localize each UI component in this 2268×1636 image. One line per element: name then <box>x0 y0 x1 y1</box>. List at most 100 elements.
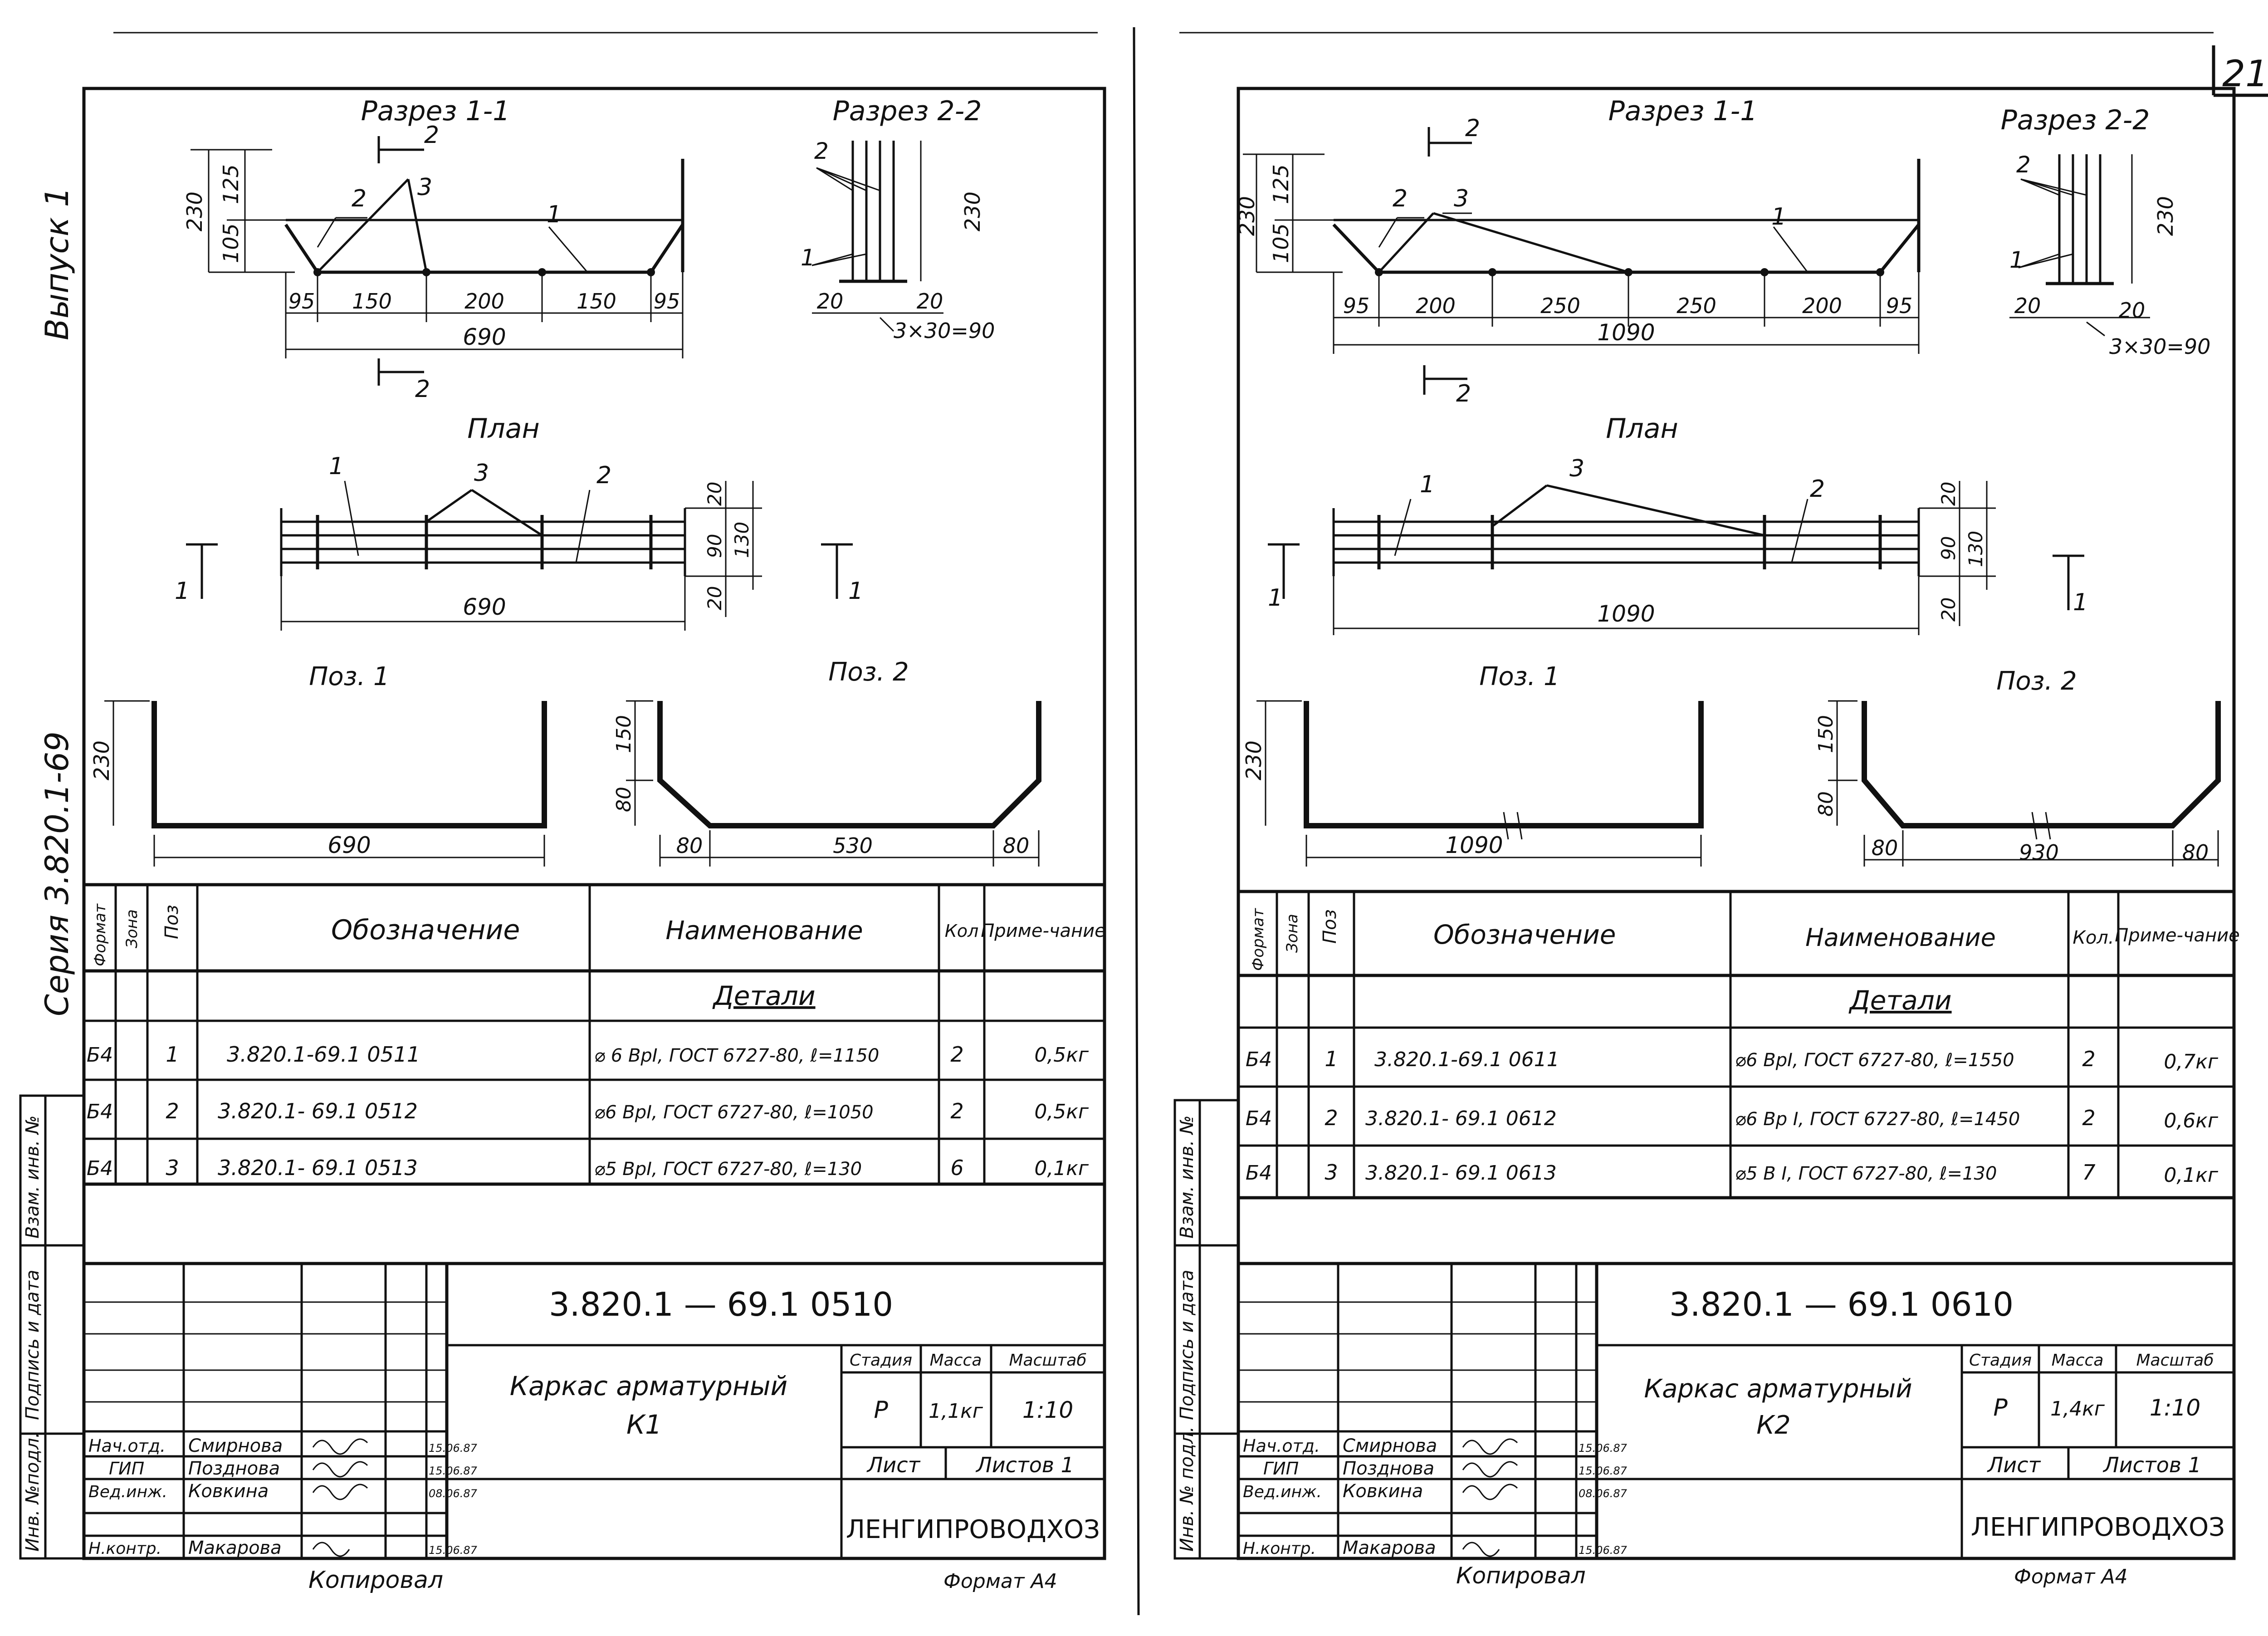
doc-title: Каркас арматурный <box>1644 1374 1912 1404</box>
cut-1-left: 1 <box>175 578 190 605</box>
svg-text:⌀5 ВрⅠ, ГОСТ 6727-80, ℓ=130: ⌀5 ВрⅠ, ГОСТ 6727-80, ℓ=130 <box>594 1159 862 1180</box>
left-margin: Инв. № подл. Подпись и дата Взам. инв. № <box>1173 1099 1240 1560</box>
hdr-format: Формат <box>1249 908 1267 971</box>
signatures <box>312 1438 368 1557</box>
side-col-sign: Подпись и дата <box>1177 1270 1198 1420</box>
svg-text:Макарова: Макарова <box>188 1538 282 1558</box>
pos-2-left: 80 <box>676 833 703 858</box>
svg-text:Н.контр.: Н.контр. <box>1243 1539 1316 1558</box>
cut-1-left: 1 <box>1268 584 1283 612</box>
footer-copied: Копировал <box>1456 1563 1586 1589</box>
table-row: Б4 1 3.820.1-69.1 0611 ⌀6 ВрⅠ, ГОСТ 6727… <box>1246 1047 2219 1073</box>
spacing: 3×30=90 <box>2109 334 2210 359</box>
org-name: ЛЕНГИПРОВОДХОЗ <box>846 1515 1100 1544</box>
stage-label: Стадия <box>1969 1351 2032 1370</box>
table-row: Б4 3 3.820.1- 69.1 0613 ⌀5 В Ⅰ, ГОСТ 672… <box>1246 1160 2219 1187</box>
side-col-replace: Взам. инв. № <box>1177 1115 1198 1239</box>
pos-1-len: 690 <box>327 832 371 858</box>
svg-text:2: 2 <box>950 1099 963 1123</box>
hdr-zone: Зона <box>123 909 141 948</box>
mass-value: 1,4кг <box>2050 1397 2105 1420</box>
dim-b: 150 <box>352 289 392 313</box>
sheet-label: Лист <box>866 1453 921 1477</box>
spec-table: Формат Зона Поз Обозначение Наименование… <box>1238 890 2240 1200</box>
svg-text:2: 2 <box>2082 1047 2095 1071</box>
section-2-2-title: Разрез 2-2 <box>833 95 982 127</box>
hdr-pos: Поз <box>1320 909 1340 944</box>
title-block: 3.820.1 — 69.1 0610 Каркас арматурный К2… <box>1238 1262 2234 1558</box>
svg-text:⌀6 Вр Ⅰ, ГОСТ 6727-80, ℓ=1450: ⌀6 Вр Ⅰ, ГОСТ 6727-80, ℓ=1450 <box>1735 1109 2020 1130</box>
dim-total: 1090 <box>1597 319 1655 346</box>
leader-1: 1 <box>1420 471 1435 498</box>
svg-text:Макарова: Макарова <box>1343 1538 1436 1558</box>
leader-2: 2 <box>814 138 829 164</box>
dim-a: 95 <box>288 289 315 313</box>
doc-code: 3.820.1 — 69.1 0610 <box>1669 1285 2014 1323</box>
leader-1: 1 <box>801 245 815 271</box>
svg-text:Б4: Б4 <box>1246 1161 1272 1185</box>
leader-1: 1 <box>1771 203 1786 230</box>
sheet-k1: Выпуск 1 Серия 3.820.1-69 Инв. №подл. По… <box>19 87 1106 1594</box>
svg-text:3.820.1- 69.1 0613: 3.820.1- 69.1 0613 <box>1365 1161 1557 1185</box>
svg-text:15.06.87: 15.06.87 <box>429 1442 478 1455</box>
hdr-note: Приме-чание <box>2115 925 2240 946</box>
signature-row: Нач.отд. Смирнова 15.06.87 <box>1243 1435 1628 1456</box>
svg-text:2: 2 <box>950 1042 963 1067</box>
leader-1: 1 <box>2009 247 2024 273</box>
svg-text:Ковкина: Ковкина <box>1343 1481 1423 1502</box>
pos-1-title: Поз. 1 <box>1479 662 1559 691</box>
svg-text:3.820.1-69.1 0611: 3.820.1-69.1 0611 <box>1374 1048 1559 1071</box>
dim-e: 95 <box>654 289 680 313</box>
dim-r4: 20 <box>704 586 726 610</box>
hdr-name: Наименование <box>665 916 863 945</box>
pos-2-title: Поз. 2 <box>828 657 909 687</box>
svg-text:3.820.1-69.1 0511: 3.820.1-69.1 0511 <box>227 1042 420 1067</box>
footer-format: Формат А4 <box>943 1570 1057 1593</box>
cut-1-right: 1 <box>848 578 863 605</box>
sheets-label: Листов 1 <box>975 1453 1074 1477</box>
scale-value: 1:10 <box>2150 1395 2200 1421</box>
sheets-label: Листов 1 <box>2102 1453 2201 1477</box>
svg-text:3.820.1- 69.1 0612: 3.820.1- 69.1 0612 <box>1365 1107 1557 1130</box>
svg-text:Вед.инж.: Вед.инж. <box>1243 1483 1322 1501</box>
stage-label: Стадия <box>850 1351 912 1370</box>
pos-2: Поз. 2 150 80 80 930 80 <box>1814 666 2221 867</box>
svg-text:Б4: Б4 <box>1246 1048 1272 1071</box>
svg-text:0,1кг: 0,1кг <box>2164 1164 2219 1187</box>
svg-text:1: 1 <box>166 1042 179 1067</box>
mass-label: Масса <box>2052 1351 2104 1370</box>
dim-d: 250 <box>1677 294 1716 318</box>
issue-label: Выпуск 1 <box>39 187 76 340</box>
cut-1-right: 1 <box>2073 589 2088 616</box>
footer-copied: Копировал <box>308 1567 443 1594</box>
footer-format: Формат А4 <box>2014 1565 2128 1588</box>
svg-text:⌀ 6 ВрⅠ, ГОСТ 6727-80, ℓ=1150: ⌀ 6 ВрⅠ, ГОСТ 6727-80, ℓ=1150 <box>594 1045 879 1066</box>
pos-2-right: 80 <box>2182 840 2209 865</box>
org-name: ЛЕНГИПРОВОДХОЗ <box>1971 1513 2225 1542</box>
section-1-1-title: Разрез 1-1 <box>1608 95 1758 127</box>
sheet-frame <box>1237 87 2236 1560</box>
side-col-sign: Подпись и дата <box>22 1270 43 1420</box>
svg-text:ГИП: ГИП <box>1263 1459 1299 1479</box>
dim-r2: 90 <box>1937 536 1960 560</box>
pos-2-h-bot: 80 <box>612 787 635 812</box>
stage-value: Р <box>874 1396 888 1424</box>
table-row: Б4 1 3.820.1-69.1 0511 ⌀ 6 ВрⅠ, ГОСТ 672… <box>87 1042 1089 1067</box>
pos-1-len: 1090 <box>1445 832 1503 858</box>
svg-text:08.06.87: 08.06.87 <box>1579 1487 1628 1500</box>
scale-value: 1:10 <box>1022 1397 1073 1423</box>
table-row: Б4 2 3.820.1- 69.1 0512 ⌀6 ВрⅠ, ГОСТ 672… <box>87 1099 1089 1123</box>
svg-text:15.06.87: 15.06.87 <box>429 1544 478 1557</box>
dim-c: 250 <box>1540 294 1580 318</box>
plan-total: 690 <box>463 594 506 620</box>
section-2-2: Разрез 2-2 2 1 230 20 20 3×30=90 <box>801 95 995 343</box>
signature-row: Нач.отд. Смирнова 15.06.87 <box>88 1435 478 1456</box>
section-2-2-title: Разрез 2-2 <box>2001 104 2150 136</box>
leader-3: 3 <box>417 174 432 201</box>
pos-1: Поз. 1 230 1090 <box>1242 662 1704 867</box>
dim-total: 690 <box>463 324 506 350</box>
pos-2-left: 80 <box>1872 836 1898 860</box>
svg-text:2: 2 <box>166 1099 179 1123</box>
sheet-k2: Инв. № подл. Подпись и дата Взам. инв. №… <box>1173 87 2240 1589</box>
svg-text:Н.контр.: Н.контр. <box>88 1539 161 1558</box>
